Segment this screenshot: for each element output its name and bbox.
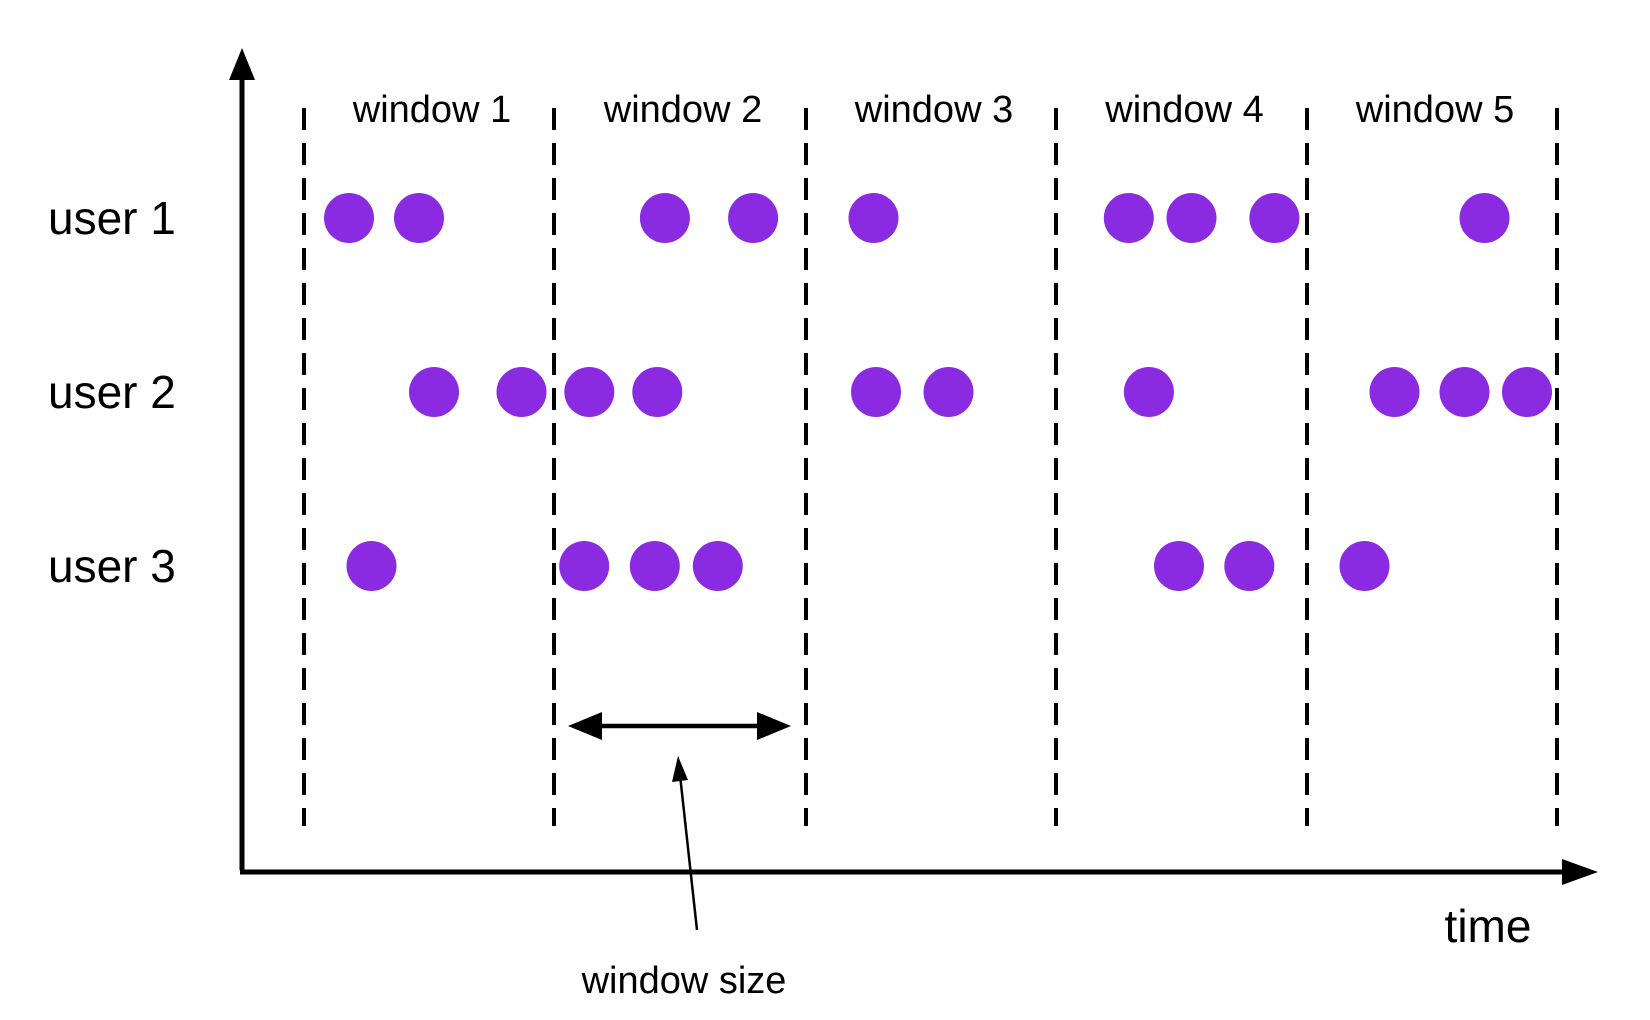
event-dot: [692, 541, 743, 591]
window-label-3: window 3: [854, 89, 1013, 131]
event-dot: [346, 541, 397, 591]
event-dot: [639, 193, 690, 243]
window-label-5: window 5: [1355, 89, 1514, 131]
event-dot: [923, 367, 974, 417]
user-label-2: user 2: [48, 366, 176, 418]
window-size-label: window size: [581, 960, 787, 1002]
event-dot: [324, 193, 374, 243]
event-dot: [1154, 541, 1204, 591]
event-dot: [1439, 367, 1490, 417]
user-label-1: user 1: [48, 192, 176, 244]
user-labels: user 1 user 2 user 3: [48, 192, 176, 592]
window-size-pointer: [678, 774, 699, 931]
event-dot: [1339, 541, 1390, 591]
window-boundaries: [302, 108, 1559, 826]
event-dot: [1369, 367, 1420, 417]
user-label-3: user 3: [48, 540, 176, 592]
event-dot: [1123, 367, 1174, 417]
event-dot: [564, 367, 615, 417]
event-dot: [632, 367, 683, 417]
y-axis-arrowhead: [229, 48, 255, 80]
event-dot: [848, 193, 899, 243]
event-dot: [1249, 193, 1300, 243]
x-axis-arrowhead: [1562, 859, 1598, 885]
window-size-annotation: window size: [568, 712, 791, 1002]
event-dot: [559, 541, 610, 591]
window-label-1: window 1: [352, 89, 511, 131]
x-axis-label: time: [1445, 900, 1532, 952]
event-dot: [1103, 193, 1154, 243]
window-size-arrowhead-left: [568, 712, 602, 740]
event-dot: [394, 193, 444, 243]
event-dot: [1459, 193, 1510, 243]
event-dot: [629, 541, 680, 591]
event-dot: [1224, 541, 1275, 591]
window-size-arrowhead-right: [757, 712, 791, 740]
window-labels: window 1 window 2 window 3 window 4 window 5: [352, 89, 1514, 131]
event-dot: [496, 367, 547, 417]
event-dot: [1166, 193, 1217, 243]
event-dot: [1502, 367, 1552, 417]
window-size-pointer-arrowhead: [672, 756, 688, 782]
event-dot: [409, 367, 459, 417]
window-label-4: window 4: [1104, 89, 1263, 131]
axes: time: [229, 48, 1598, 952]
event-dot: [851, 367, 901, 417]
window-label-2: window 2: [603, 89, 762, 131]
event-dot: [728, 193, 779, 243]
events: [324, 193, 1552, 591]
